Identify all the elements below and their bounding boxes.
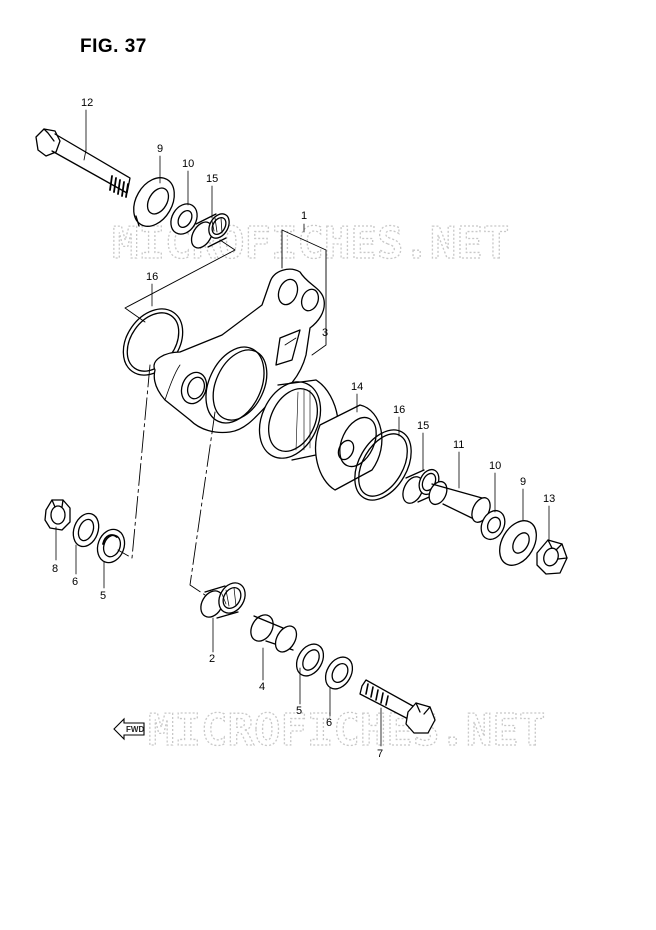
callout-14: 14 <box>351 381 363 393</box>
callout-1: 1 <box>301 210 307 222</box>
part-11-spacer <box>428 480 491 523</box>
part-13-nut <box>536 539 568 575</box>
callout-16-left: 16 <box>146 271 158 283</box>
part-10-washer-right <box>480 509 506 541</box>
part-6-washer-bottom <box>324 656 354 690</box>
part-9-washer-right <box>499 520 537 566</box>
part-8-nut <box>44 499 71 531</box>
callout-10-right: 10 <box>489 460 501 472</box>
watermark-bottom: MICROFICHES.NET <box>148 705 545 756</box>
callout-5-left: 5 <box>100 590 106 602</box>
part-5-seal-left <box>96 528 126 564</box>
part-9-washer-top <box>133 177 175 227</box>
part-15-bearing-top <box>190 213 230 249</box>
callout-13: 13 <box>543 493 555 505</box>
callout-11: 11 <box>453 439 464 451</box>
leader-lines <box>55 109 550 747</box>
callout-2: 2 <box>209 653 215 665</box>
callout-7: 7 <box>377 748 383 760</box>
part-4-spacer <box>250 614 298 653</box>
figure-title: FIG. 37 <box>80 36 147 57</box>
part-10-washer-top <box>170 203 198 235</box>
part-12-bolt <box>35 128 131 198</box>
callout-8: 8 <box>52 563 58 575</box>
callout-15-right: 15 <box>417 420 429 432</box>
callout-4: 4 <box>259 681 265 693</box>
callout-12: 12 <box>81 97 93 109</box>
part-5-seal-bottom <box>295 643 325 677</box>
callout-6-bottom: 6 <box>326 717 332 729</box>
part-3-collar <box>315 404 383 491</box>
part-2-bearing <box>200 582 246 619</box>
callout-16-right: 16 <box>393 404 405 416</box>
part-16-oring-right <box>354 429 412 501</box>
callout-15-top: 15 <box>206 173 218 185</box>
fwd-arrow: FWD <box>113 717 145 741</box>
callout-10-top: 10 <box>182 158 194 170</box>
callout-5-bottom: 5 <box>296 705 302 717</box>
callout-9-right: 9 <box>520 476 526 488</box>
part-6-washer-left <box>72 512 100 548</box>
part-7-bolt <box>359 679 436 734</box>
assembly-lines <box>117 229 327 596</box>
callout-9-top: 9 <box>157 143 163 155</box>
callout-6-left: 6 <box>72 576 78 588</box>
callout-3: 3 <box>322 327 328 339</box>
fwd-label: FWD <box>126 725 144 734</box>
